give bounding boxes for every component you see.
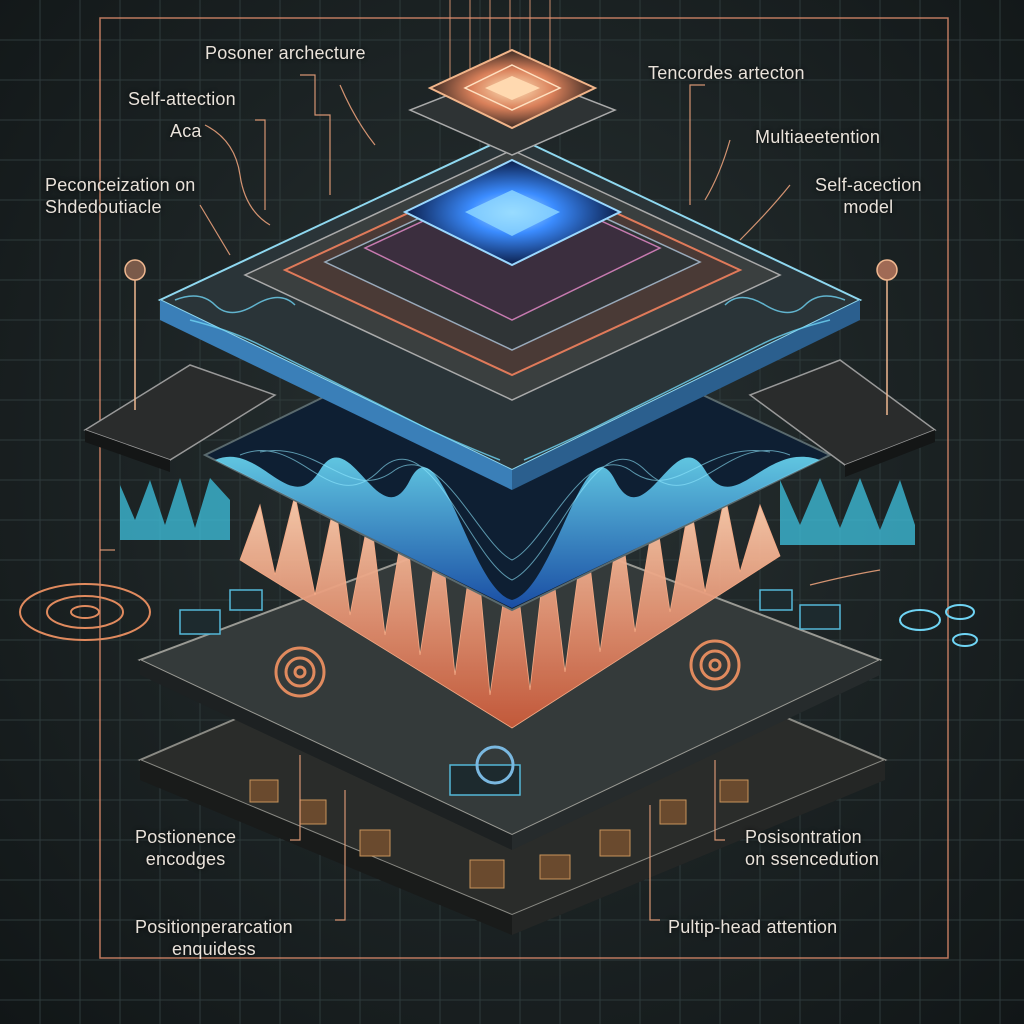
label-bottom-left-2-line1: Positionperarcation <box>135 917 293 937</box>
label-right-2-line1: Self-acection <box>815 175 922 195</box>
side-signal-waves <box>120 478 915 545</box>
label-left-3: Peconceization on Shdedoutiacle <box>45 174 196 218</box>
diagram-frame <box>99 17 949 959</box>
left-side-panel <box>83 364 277 472</box>
right-sensor-pin <box>876 259 898 415</box>
label-bottom-right-1: Posisontration on ssencedution <box>745 826 879 870</box>
copper-coil-left <box>274 646 326 698</box>
label-right-1: Multiaeetention <box>755 127 881 147</box>
right-lens-icon <box>899 604 978 647</box>
label-bottom-right-2: Pultip-head attention <box>668 917 838 937</box>
label-left-3-line2: Shdedoutiacle <box>45 197 162 217</box>
label-right-2: Self-acection model <box>815 174 922 218</box>
top-floating-plates <box>408 48 617 156</box>
label-leader-lines <box>100 74 881 921</box>
left-sensor-pin <box>124 259 146 410</box>
left-lens-icon <box>19 583 151 641</box>
label-bottom-left-1-line2: encodges <box>145 849 226 869</box>
label-left-3-line1: Peconceization on <box>45 175 196 195</box>
stacked-inner-layers <box>243 149 782 401</box>
copper-coil-right <box>689 639 741 691</box>
label-right-2-line2: model <box>843 197 894 217</box>
label-bottom-right-1-line2: on ssencedution <box>745 849 880 869</box>
label-top-right: Tencordes artecton <box>648 63 805 83</box>
label-bottom-left-1-line1: Postionence <box>135 827 237 847</box>
label-top-center: Posoner archecture <box>205 43 366 63</box>
label-bottom-right-1-line1: Posisontration <box>745 827 862 847</box>
label-left-2: Aca <box>170 121 202 141</box>
label-bottom-left-1: Postionence encodges <box>135 826 236 870</box>
copper-attention-spikes <box>239 494 781 729</box>
label-bottom-left-2: Positionperarcation enquidess <box>135 916 293 960</box>
right-side-panel <box>748 359 937 477</box>
label-left-1: Self-attection <box>128 89 236 109</box>
light-beams <box>449 0 551 80</box>
label-bottom-left-2-line2: enquidess <box>172 939 256 959</box>
